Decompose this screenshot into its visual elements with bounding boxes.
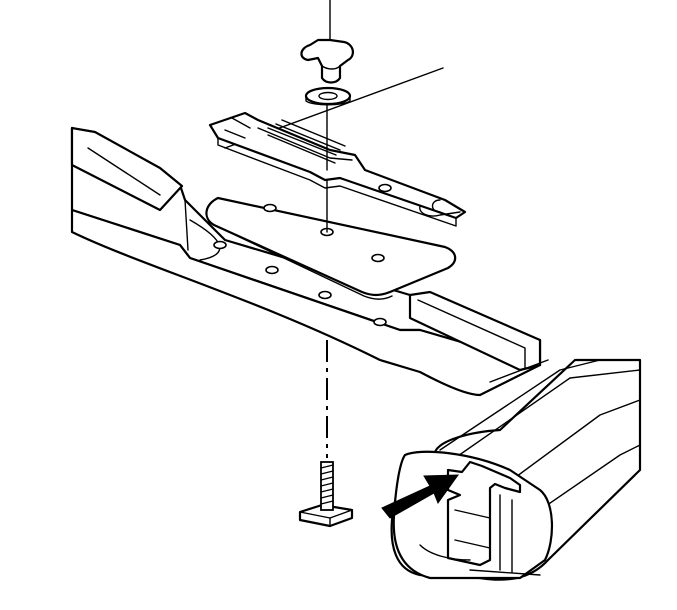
- t-bolt: [298, 461, 354, 528]
- rail-lip-edge: [87, 147, 161, 196]
- bolt-head-edges: [299, 509, 353, 527]
- rail-end-lip: [70, 126, 184, 212]
- knob: [300, 38, 354, 84]
- crossbar-slot-profile: [446, 460, 522, 567]
- washer-inner: [318, 91, 338, 101]
- crossbar: [390, 358, 642, 581]
- rail-notch-edge: [184, 199, 189, 251]
- bolt-thread: [320, 464, 334, 505]
- clamp-bracket: [208, 111, 467, 227]
- bracket-slot-left: [224, 117, 251, 139]
- crossbar-surface-lines: [439, 359, 641, 511]
- plate-thickness: [207, 221, 393, 300]
- plate-hole: [371, 253, 385, 263]
- rail-holes: [213, 240, 387, 327]
- mounting-plate: [205, 196, 457, 300]
- plate-outline: [205, 196, 457, 297]
- crossbar-internal-walls: [454, 494, 541, 576]
- rail-hole: [265, 265, 279, 275]
- knob-head: [300, 38, 354, 84]
- crossbar-rim: [419, 544, 471, 561]
- knob-collar: [321, 65, 341, 70]
- bracket-thickness: [217, 137, 457, 227]
- plate-hole: [263, 203, 277, 213]
- rail-channel-edge: [417, 299, 526, 369]
- bracket-slot-right: [419, 205, 461, 217]
- washer-outer: [304, 86, 352, 106]
- rail-channel-underside: [489, 359, 549, 383]
- rail-hole: [213, 240, 227, 250]
- bracket-slot-right-end: [431, 199, 441, 213]
- rail-hole: [318, 290, 332, 300]
- washer-edge: [305, 95, 351, 106]
- bracket-outline: [208, 111, 467, 220]
- rail-hole: [373, 317, 387, 327]
- slot-arrow: [381, 474, 459, 519]
- rail-body: [70, 208, 542, 397]
- bracket-hole: [378, 183, 392, 193]
- washer: [304, 86, 352, 106]
- bracket-hatch: [267, 119, 346, 156]
- side-rail: [70, 126, 549, 397]
- bracket-ribs: [257, 127, 353, 164]
